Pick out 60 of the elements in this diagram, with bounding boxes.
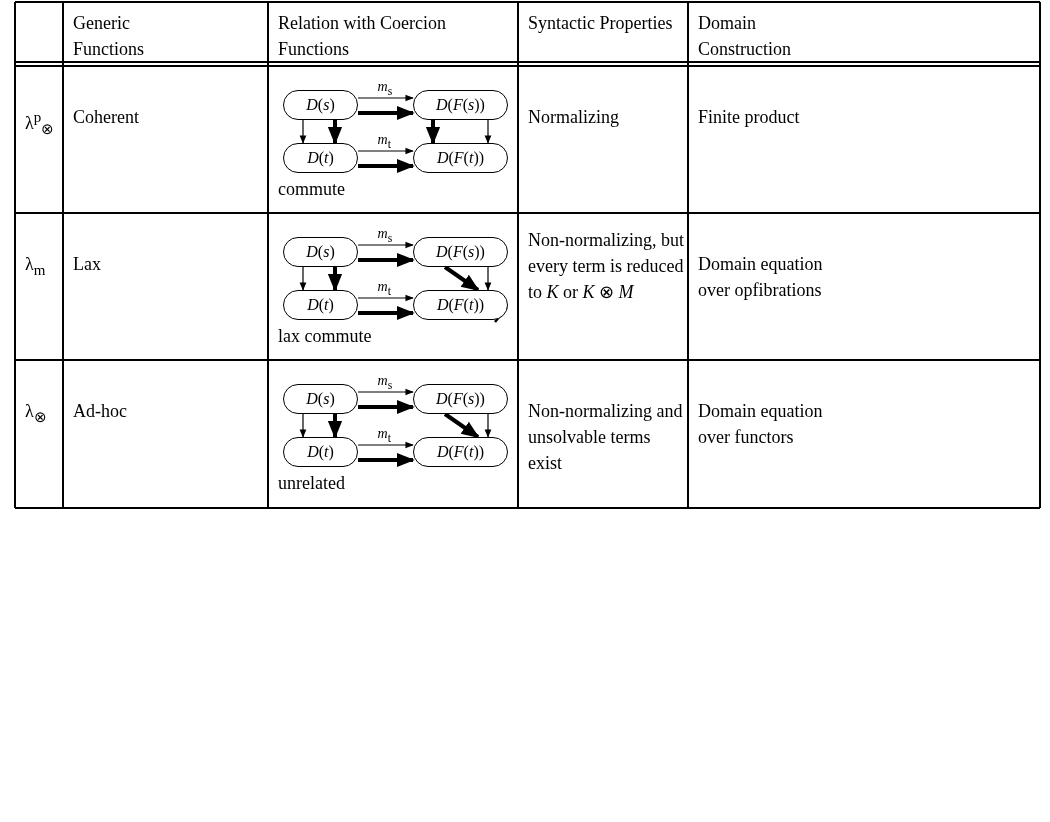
arrow xyxy=(358,399,415,415)
cell-text: Coherent xyxy=(73,106,140,129)
edge-label: m$_{t}$ xyxy=(377,427,391,446)
cell-text: Finite product xyxy=(698,106,801,129)
arrow xyxy=(358,252,415,268)
arrow xyxy=(357,294,414,302)
arrow xyxy=(484,119,492,144)
row-header: λ$_{⊗}$ xyxy=(25,400,47,427)
pill-node: D(t) xyxy=(283,290,358,320)
arrow xyxy=(357,94,414,102)
arrow xyxy=(443,265,480,292)
pill-node: D(F(t)) xyxy=(413,290,508,320)
arrow xyxy=(327,120,343,145)
arrow xyxy=(358,305,415,321)
pill-node: D(F(s)) xyxy=(413,237,508,267)
arrow xyxy=(357,147,414,155)
arrow xyxy=(358,158,415,174)
row-header: λ$_{m}$ xyxy=(25,253,46,280)
arrow xyxy=(358,452,415,468)
cell-text: Ad-hoc xyxy=(73,400,128,423)
cell-text: Domain equation over functors xyxy=(698,400,824,449)
arrow xyxy=(299,119,307,144)
arrow xyxy=(357,241,414,249)
pill-node: D(F(s)) xyxy=(413,90,508,120)
column-header: Relation with Coercion Functions xyxy=(278,12,447,61)
arrow xyxy=(443,412,480,439)
cell-text: Lax xyxy=(73,253,102,276)
cell-text: Non-normalizing, but every term is reduced to K or K ⊗ M xyxy=(528,229,685,304)
arrow xyxy=(299,266,307,291)
pill-node: D(t) xyxy=(283,437,358,467)
pill-node: D(s) xyxy=(283,90,358,120)
cell-text: Non-normalizing and unsolvable terms exist xyxy=(528,400,684,475)
edge-label: m$_{s}$ xyxy=(377,227,393,246)
arrow xyxy=(327,267,343,292)
edge-label: m$_{t}$ xyxy=(377,133,391,152)
diagram-caption: commute xyxy=(278,178,346,201)
column-header: Domain Construction xyxy=(698,12,792,61)
arrow xyxy=(357,441,414,449)
edge-label: m$_{s}$ xyxy=(377,80,393,99)
pill-node: D(F(t)) xyxy=(413,143,508,173)
arrow xyxy=(484,266,492,291)
pill-node: D(s) xyxy=(283,384,358,414)
pill-node: D(F(t)) xyxy=(413,437,508,467)
pill-node: D(s) xyxy=(283,237,358,267)
cell-text: Domain equation over opfibrations xyxy=(698,253,824,302)
edge-label: m$_{s}$ xyxy=(377,374,393,393)
arrow xyxy=(327,414,343,439)
arrow xyxy=(357,388,414,396)
column-header: Generic Functions xyxy=(73,12,145,61)
arrow xyxy=(425,120,441,145)
diagram-caption: unrelated xyxy=(278,472,346,495)
diagram-caption: lax commute xyxy=(278,325,373,348)
arrow xyxy=(299,413,307,438)
arrow xyxy=(358,105,415,121)
column-header: Syntactic Properties xyxy=(528,12,674,35)
pill-node: D(t) xyxy=(283,143,358,173)
pill-node: D(F(s)) xyxy=(413,384,508,414)
cell-text: Normalizing xyxy=(528,106,620,129)
edge-label: m$_{t}$ xyxy=(377,280,391,299)
arrow xyxy=(484,413,492,438)
